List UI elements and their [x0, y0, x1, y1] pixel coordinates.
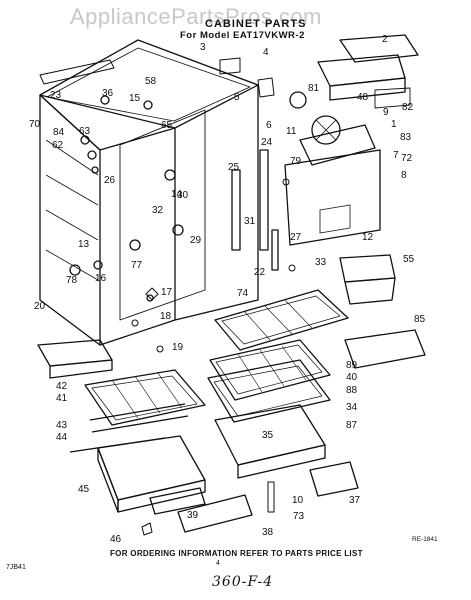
callout-40: 40 [346, 372, 358, 383]
diagram-title: CABINET PARTS [205, 18, 307, 30]
callout-83: 83 [400, 132, 412, 143]
callout-79: 79 [290, 156, 302, 167]
callout-18: 18 [160, 311, 172, 322]
callout-84: 84 [53, 127, 65, 138]
meat-pan [37, 339, 113, 367]
callout-2: 2 [382, 34, 388, 45]
callout-11: 11 [286, 126, 297, 137]
callout-29: 29 [190, 235, 202, 246]
callout-26: 26 [104, 175, 116, 186]
crisper-rails [69, 403, 189, 453]
callout-46: 46 [110, 534, 122, 545]
callout-6: 6 [266, 120, 272, 131]
callout-43: 43 [56, 420, 68, 431]
catalog-code: 7JB41 [6, 564, 26, 571]
revision-ref: RE-1841 [412, 536, 438, 543]
callout-10: 10 [292, 495, 304, 506]
callout-5: 5 [234, 92, 240, 103]
callout-35: 35 [262, 430, 274, 441]
callout-15: 15 [129, 93, 141, 104]
callout-55: 55 [403, 254, 415, 265]
callout-42: 42 [56, 381, 68, 392]
callout-73: 73 [293, 511, 305, 522]
callout-23: 23 [50, 90, 62, 101]
callout-25: 25 [228, 162, 240, 173]
rear-duct-panel [284, 149, 381, 246]
callout-74: 74 [237, 288, 249, 299]
callout-16: 16 [95, 273, 107, 284]
callout-87: 87 [346, 420, 358, 431]
callout-88: 88 [346, 385, 358, 396]
callout-72: 72 [401, 153, 413, 164]
callout-77: 77 [131, 260, 143, 271]
callout-63: 63 [79, 126, 91, 137]
middle-shelf [209, 339, 331, 401]
callout-13: 13 [78, 239, 90, 250]
callout-81: 81 [308, 83, 320, 94]
callout-19: 19 [172, 342, 184, 353]
callout-17: 17 [161, 287, 173, 298]
handwritten-note: 360-F-4 [212, 574, 274, 590]
watermark: AppliancePartsPros.com [70, 4, 322, 29]
ordering-note: FOR ORDERING INFORMATION REFER TO PARTS … [110, 549, 363, 558]
callout-27: 27 [290, 232, 302, 243]
callout-89: 89 [346, 360, 358, 371]
callout-32: 32 [152, 205, 164, 216]
callout-85: 85 [414, 314, 426, 325]
drawer-front-37 [309, 461, 359, 497]
callout-48: 48 [357, 92, 369, 103]
egg-tray [344, 329, 426, 369]
callout-41: 41 [56, 393, 68, 404]
callout-12: 12 [362, 232, 374, 243]
left-shelf [84, 369, 206, 426]
callout-3: 3 [200, 42, 206, 53]
callout-58: 58 [145, 76, 157, 87]
callout-82: 82 [402, 102, 414, 113]
callout-14: 14 [171, 189, 183, 200]
callout-30: 30 [177, 190, 189, 201]
callout-31: 31 [244, 216, 256, 227]
callout-45: 45 [78, 484, 90, 495]
callout-62: 62 [52, 140, 64, 151]
callout-33: 33 [315, 257, 327, 268]
callout-22: 22 [254, 267, 266, 278]
callout-36: 36 [102, 88, 114, 99]
drawer-front-39 [149, 487, 206, 515]
page-number: 4 [216, 560, 220, 567]
callout-9: 9 [383, 107, 389, 118]
callout-70: 70 [29, 119, 41, 130]
callout-4: 4 [263, 47, 269, 58]
callout-34: 34 [346, 402, 358, 413]
callout-37: 37 [349, 495, 361, 506]
callout-44: 44 [56, 432, 68, 443]
upper-shelf [214, 289, 349, 351]
drawer-front-38 [177, 494, 253, 533]
model-line: For Model EAT17VKWR-2 [180, 30, 305, 41]
callout-8: 8 [401, 170, 407, 181]
evaporator-cover [289, 34, 419, 166]
dairy-bin [339, 254, 396, 283]
small-hardware [39, 57, 296, 536]
cabinet-liner [39, 39, 259, 346]
callout-78: 78 [66, 275, 78, 286]
lower-shelf [207, 359, 331, 423]
callout-39: 39 [187, 510, 199, 521]
callout-7: 7 [393, 150, 399, 161]
callout-38: 38 [262, 527, 274, 538]
callout-20: 20 [34, 301, 46, 312]
shelf-ladders [231, 149, 279, 271]
callout-1: 1 [391, 119, 397, 130]
callout-24: 24 [261, 137, 273, 148]
callout-65: 65 [161, 120, 173, 131]
